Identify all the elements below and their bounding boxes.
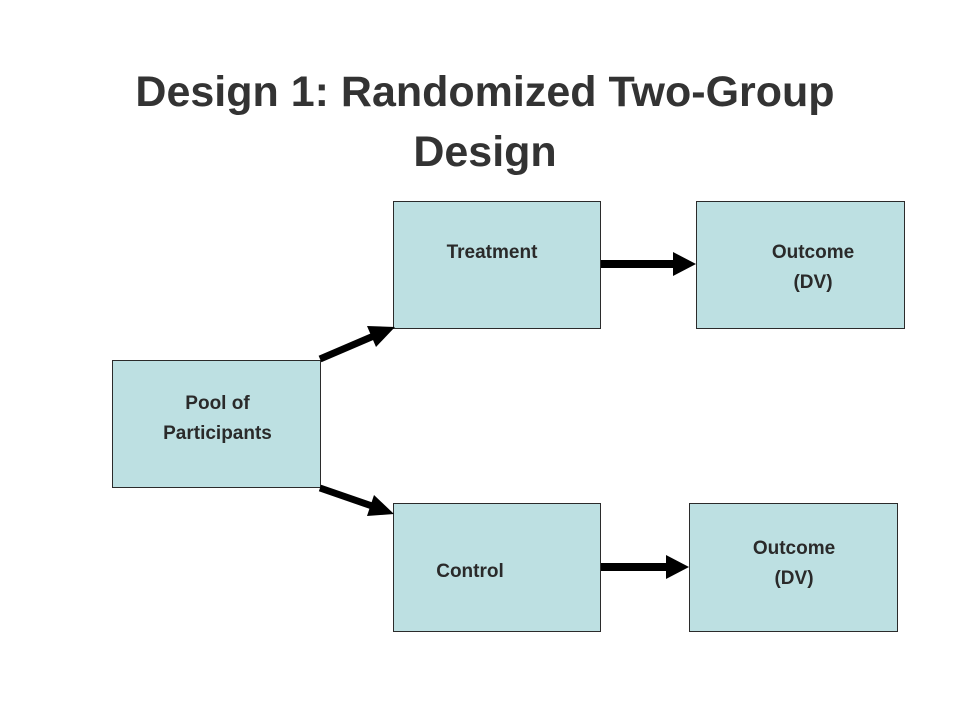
- treatment-outcome-label-line-1: Outcome: [771, 242, 855, 263]
- arrow-pool-to-control: [318, 484, 394, 516]
- participant-pool-box: Pool of Participants: [112, 360, 321, 488]
- participant-pool-label-line-2: Participants: [163, 423, 272, 444]
- participant-pool-label: Pool of Participants: [113, 389, 322, 449]
- treatment-outcome-label-line-2: (DV): [793, 272, 833, 293]
- slide-title-line-1: Design 1: Randomized Two-Group: [135, 68, 835, 116]
- arrow-treatment-to-outcome: [601, 252, 696, 276]
- control-label: Control: [436, 561, 504, 582]
- arrow-control-to-outcome: [601, 555, 689, 579]
- control-outcome-label-line-1: Outcome: [752, 538, 836, 559]
- slide-title-line-2: Design: [413, 128, 557, 176]
- control-outcome-label: Outcome (DV): [704, 534, 884, 594]
- treatment-box: Treatment: [393, 201, 601, 329]
- slide-title: Design 1: Randomized Two-Group Design: [60, 62, 910, 182]
- treatment-outcome-box: Outcome (DV): [696, 201, 905, 329]
- control-outcome-label-line-2: (DV): [774, 568, 814, 589]
- control-outcome-box: Outcome (DV): [689, 503, 898, 632]
- participant-pool-label-line-1: Pool of: [185, 393, 250, 414]
- treatment-outcome-label: Outcome (DV): [723, 238, 903, 298]
- treatment-label: Treatment: [446, 242, 538, 263]
- control-box: Control: [393, 503, 601, 632]
- arrow-pool-to-treatment: [318, 326, 395, 363]
